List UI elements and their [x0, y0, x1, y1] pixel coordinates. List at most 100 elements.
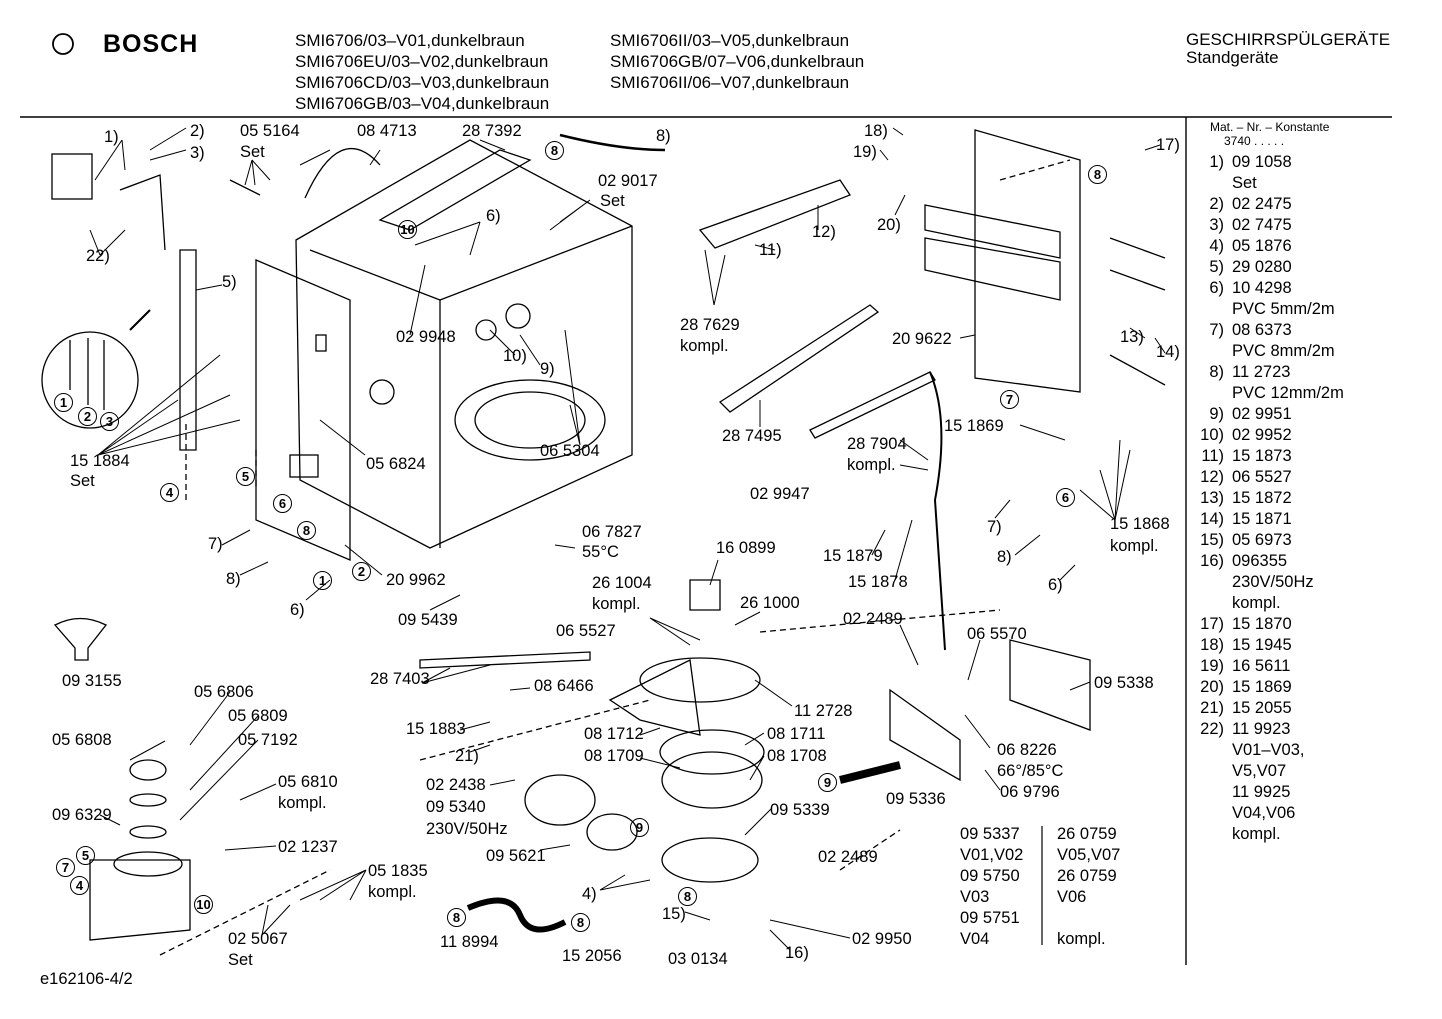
- variant-table-right: 26 0759 V05,V07 26 0759 V06 kompl.: [1057, 824, 1120, 950]
- back-panel-drawing: [924, 129, 1166, 393]
- callout-circle: 4: [160, 483, 179, 502]
- callout-circle: 2: [78, 407, 97, 426]
- legend-item-value: 16 5611: [1232, 657, 1291, 675]
- part-label: 02 5067: [228, 930, 288, 948]
- legend-item-number: 7): [1209, 321, 1224, 339]
- part-label: 05 6809: [228, 707, 288, 725]
- part-label: 7): [208, 535, 223, 553]
- legend-item-number: [1194, 593, 1232, 614]
- part-label: 28 7495: [722, 427, 782, 445]
- variant-cell: 09 5337: [960, 825, 1020, 843]
- part-label: 13): [1120, 328, 1144, 346]
- legend-item-number: [1194, 173, 1232, 194]
- variant-cell: V05,V07: [1057, 846, 1121, 864]
- callout-circle: 7: [1000, 390, 1019, 409]
- legend-item: 19)16 5611: [1194, 656, 1344, 677]
- legend-item-value: 096355: [1232, 552, 1288, 570]
- part-label: 26 1004: [592, 574, 652, 592]
- legend-item: 12)06 5527: [1194, 467, 1344, 488]
- part-label: 06 5527: [556, 622, 616, 640]
- legend-item: 4)05 1876: [1194, 236, 1344, 257]
- part-label: kompl.: [592, 595, 641, 613]
- legend-item-value: kompl.: [1232, 825, 1281, 843]
- part-label: 15 2056: [562, 947, 622, 965]
- legend-item: V04,V06: [1194, 803, 1344, 824]
- legend-item-value: 15 1872: [1232, 489, 1292, 507]
- model-line: SMI6706GB/07–V06,dunkelbraun: [610, 52, 865, 71]
- drain-hose-drawing: [466, 897, 567, 933]
- part-label: 2): [190, 122, 205, 140]
- legend-item: 21)15 2055: [1194, 698, 1344, 719]
- part-label: 06 8226: [997, 741, 1057, 759]
- legend-item-value: PVC 8mm/2m: [1232, 342, 1335, 360]
- callout-circle: 5: [76, 846, 95, 865]
- part-label: Set: [600, 192, 625, 210]
- variant-cell: 09 5751: [960, 909, 1020, 927]
- legend-item-number: 13): [1200, 489, 1224, 507]
- callout-circle: 6: [1056, 488, 1075, 507]
- callout-circle: 3: [100, 412, 119, 431]
- part-label: 08 6466: [534, 677, 594, 695]
- legend-item-number: [1194, 761, 1232, 782]
- upper-spray-arm-drawing: [698, 179, 851, 249]
- legend-item-value: 15 1869: [1232, 678, 1292, 696]
- part-label: 09 5439: [398, 611, 458, 629]
- legend-item: 7)08 6373: [1194, 320, 1344, 341]
- legend-item-value: 15 2055: [1232, 699, 1292, 717]
- model-line: SMI6706II/03–V05,dunkelbraun: [610, 31, 850, 50]
- callout-circle: 1: [313, 571, 332, 590]
- variant-cell: kompl.: [1057, 930, 1106, 948]
- part-label: 15 1869: [944, 417, 1004, 435]
- legend-item: 18)15 1945: [1194, 635, 1344, 656]
- legend-item: 15)05 6973: [1194, 530, 1344, 551]
- part-label: 230V/50Hz: [426, 820, 508, 838]
- part-label: kompl.: [680, 337, 729, 355]
- legend-item-value: 230V/50Hz: [1232, 573, 1314, 591]
- legend-item: 6)10 4298: [1194, 278, 1344, 299]
- part-label: 6): [1048, 576, 1063, 594]
- callout-circle: 8: [447, 908, 466, 927]
- legend-item-value: PVC 12mm/2m: [1232, 384, 1344, 402]
- part-label: 05 6810: [278, 773, 338, 791]
- parts-legend: Mat. – Nr. – Konstante 3740 . . . . . 1)…: [1200, 120, 1344, 845]
- legend-item: 17)15 1870: [1194, 614, 1344, 635]
- part-label: 3): [190, 144, 205, 162]
- part-label: 22): [86, 247, 110, 265]
- legend-item-value: 05 6973: [1232, 531, 1292, 549]
- part-label: 05 7192: [238, 731, 298, 749]
- part-label: 17): [1156, 136, 1180, 154]
- legend-item: 11 9925: [1194, 782, 1344, 803]
- part-label: 05 6806: [194, 683, 254, 701]
- legend-item-number: [1194, 824, 1232, 845]
- legend-item: 11)15 1873: [1194, 446, 1344, 467]
- part-label: 16): [785, 944, 809, 962]
- legend-item-value: 09 1058: [1232, 153, 1292, 171]
- part-label: 15): [662, 905, 686, 923]
- legend-constant: 3740 . . . . .: [1224, 134, 1285, 148]
- legend-item-number: 14): [1200, 510, 1224, 528]
- part-label: 08 4713: [357, 122, 417, 140]
- part-label: 09 3155: [62, 672, 122, 690]
- legend-item: V5,V07: [1194, 761, 1344, 782]
- category-title: GESCHIRRSPÜLGERÄTE: [1186, 30, 1391, 49]
- legend-item: 13) 15 1872: [1194, 488, 1344, 509]
- part-label: 05 5164: [240, 122, 300, 140]
- heater-drawing: [1009, 639, 1091, 731]
- part-label: kompl.: [1110, 537, 1159, 555]
- part-label: 15 1884: [70, 452, 130, 470]
- legend-item-number: [1194, 341, 1232, 362]
- legend-item-value: 02 9951: [1232, 405, 1292, 423]
- legend-item: 14)15 1871: [1194, 509, 1344, 530]
- part-label: 55°C: [582, 543, 619, 561]
- part-label: 02 1237: [278, 838, 338, 856]
- legend-item: 22)11 9923: [1194, 719, 1344, 740]
- legend-item: 20)15 1869: [1194, 677, 1344, 698]
- part-label: Set: [70, 472, 95, 490]
- part-label: 20 9962: [386, 571, 446, 589]
- part-label: e162106-4/2: [40, 970, 133, 988]
- part-label: kompl.: [278, 794, 327, 812]
- variant-cell: 26 0759: [1057, 867, 1117, 885]
- legend-item-number: [1194, 572, 1232, 593]
- legend-item: 8)11 2723: [1194, 362, 1344, 383]
- legend-item-number: 10): [1200, 426, 1224, 444]
